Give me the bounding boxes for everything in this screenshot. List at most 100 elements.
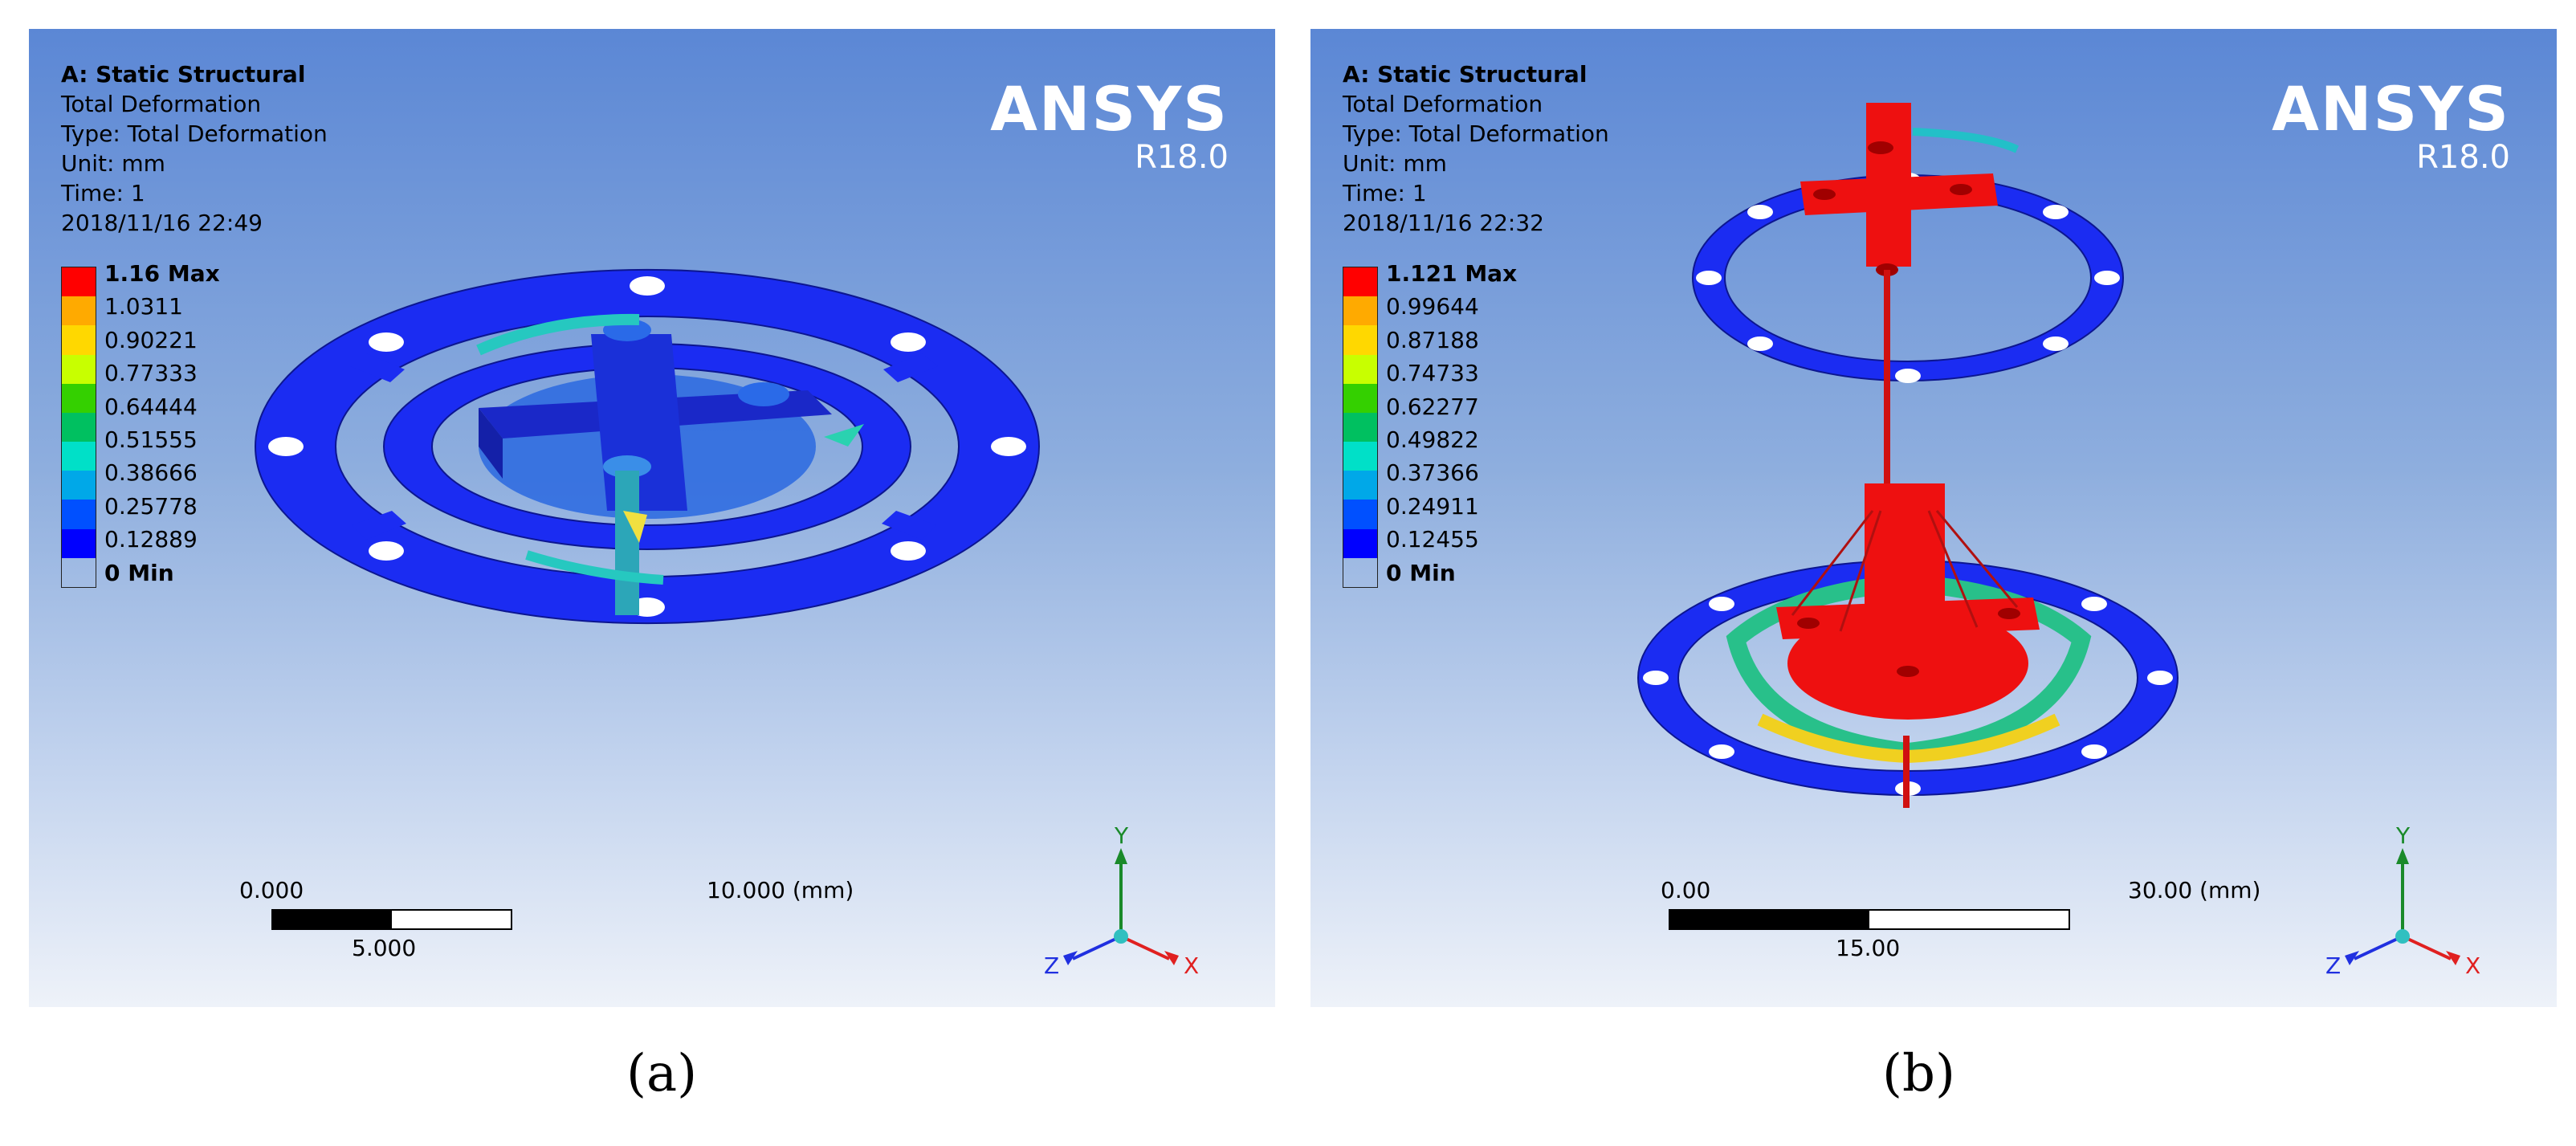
caption-b: (b) (1882, 1044, 1955, 1103)
legend-value: 0.37366 (1386, 459, 1479, 487)
legend-value: 0.90221 (104, 326, 198, 353)
legend-swatch (62, 354, 96, 384)
legend-swatch (62, 296, 96, 326)
scale-bar-fill (273, 911, 392, 928)
legend-min: 0 Min (104, 559, 174, 586)
result-unit: Unit: mm (61, 150, 165, 177)
lower-rod (1903, 736, 1910, 808)
axis-z-label: Z (1044, 952, 1059, 979)
legend-swatch (62, 500, 96, 529)
axis-z-label: Z (2325, 952, 2341, 979)
support-wires (1791, 510, 2019, 632)
legend-swatch (1343, 500, 1377, 529)
viewport-a[interactable]: A: Static Structural Total Deformation T… (29, 29, 1275, 1007)
lower-ring (1636, 560, 2179, 796)
scale-mid-label: 15.00 (1836, 935, 1901, 961)
legend-swatch (1343, 296, 1377, 326)
legend-value: 0.64444 (104, 393, 198, 420)
legend-value: 0.74733 (1386, 360, 1479, 387)
upper-cross (1800, 103, 1998, 276)
scale-right-label: 10.000 (mm) (707, 877, 854, 903)
model-view[interactable] (1310, 29, 2557, 1007)
axis-triad[interactable]: Y X Z (1033, 824, 1209, 985)
legend-swatch (1343, 528, 1377, 558)
deformation-highlights (476, 313, 864, 585)
result-name: Total Deformation (1343, 91, 1543, 117)
result-info: A: Static Structural Total Deformation T… (61, 59, 328, 238)
result-time: Time: 1 (1343, 180, 1427, 206)
logo-brand: ANSYS (990, 73, 1229, 145)
connecting-rod (1884, 270, 1890, 503)
legend-swatch (62, 442, 96, 471)
analysis-title: A: Static Structural (1343, 61, 1588, 88)
ansys-logo: ANSYS R18.0 (2272, 73, 2510, 176)
outer-ring (254, 269, 1041, 624)
logo-version: R18.0 (2416, 139, 2510, 176)
legend-swatch (1343, 325, 1377, 355)
legend-value: 0.87188 (1386, 326, 1479, 353)
legend-swatch (62, 412, 96, 442)
legend-value: 0.62277 (1386, 393, 1479, 420)
result-unit: Unit: mm (1343, 150, 1447, 177)
caption-a: (a) (626, 1044, 698, 1103)
legend-value: 0.38666 (104, 459, 198, 487)
axis-y-label: Y (2395, 824, 2411, 849)
legend-max: 1.16 Max (104, 260, 220, 287)
legend-swatch (1343, 412, 1377, 442)
legend-swatch (62, 267, 96, 297)
deformed-flexure (1726, 573, 2092, 761)
legend-labels: 1.16 Max 1.0311 0.90221 0.77333 0.64444 … (104, 257, 220, 589)
legend-value: 0.24911 (1386, 492, 1479, 520)
scale-right-label: 30.00 (mm) (2128, 877, 2261, 903)
legend-value: 0.12455 (1386, 526, 1479, 553)
legend-swatch (1343, 442, 1377, 471)
legend-color-bar (1343, 267, 1378, 588)
viewport-b[interactable]: A: Static Structural Total Deformation T… (1310, 29, 2557, 1007)
analysis-title: A: Static Structural (61, 61, 306, 88)
legend-swatch (62, 528, 96, 558)
scale-bar (1669, 909, 2070, 930)
legend-swatch (1343, 383, 1377, 413)
axis-triad[interactable]: Y X Z (2314, 824, 2491, 985)
legend-swatch (62, 471, 96, 500)
legend-min: 0 Min (1386, 559, 1456, 586)
cross-frame (479, 319, 832, 615)
legend-labels: 1.121 Max 0.99644 0.87188 0.74733 0.6227… (1386, 257, 1517, 589)
result-type: Type: Total Deformation (1343, 120, 1609, 147)
ansys-logo: ANSYS R18.0 (990, 73, 1229, 176)
legend-swatch (62, 383, 96, 413)
ring-spokes (350, 353, 938, 540)
legend-value: 0.51555 (104, 426, 198, 454)
axis-x-label: X (2465, 952, 2480, 979)
scale-bar-fill (1670, 911, 1869, 928)
result-info: A: Static Structural Total Deformation T… (1343, 59, 1609, 238)
result-name: Total Deformation (61, 91, 262, 117)
legend-value: 0.12889 (104, 526, 198, 553)
legend-swatch (1343, 471, 1377, 500)
result-type: Type: Total Deformation (61, 120, 328, 147)
legend-swatch (1343, 267, 1377, 297)
result-timestamp: 2018/11/16 22:49 (61, 210, 263, 236)
upper-highlight (1912, 128, 2020, 153)
legend-value: 0.49822 (1386, 426, 1479, 454)
result-timestamp: 2018/11/16 22:32 (1343, 210, 1544, 236)
axis-x-label: X (1184, 952, 1199, 979)
logo-brand: ANSYS (2272, 73, 2510, 145)
legend-value: 0.77333 (104, 360, 198, 387)
legend-value: 0.25778 (104, 492, 198, 520)
result-time: Time: 1 (61, 180, 145, 206)
legend-color-bar (61, 267, 96, 588)
logo-version: R18.0 (1135, 139, 1229, 176)
scale-bar (271, 909, 512, 930)
inner-ring (382, 343, 912, 550)
model-view[interactable] (29, 29, 1275, 1007)
legend-swatch (62, 325, 96, 355)
legend-value: 1.0311 (104, 293, 183, 320)
legend-swatch (1343, 354, 1377, 384)
legend-max: 1.121 Max (1386, 260, 1518, 287)
scale-left-label: 0.000 (239, 877, 304, 903)
legend-value: 0.99644 (1386, 293, 1479, 320)
scale-mid-label: 5.000 (352, 935, 417, 961)
axis-y-label: Y (1114, 824, 1129, 849)
scale-left-label: 0.00 (1661, 877, 1711, 903)
